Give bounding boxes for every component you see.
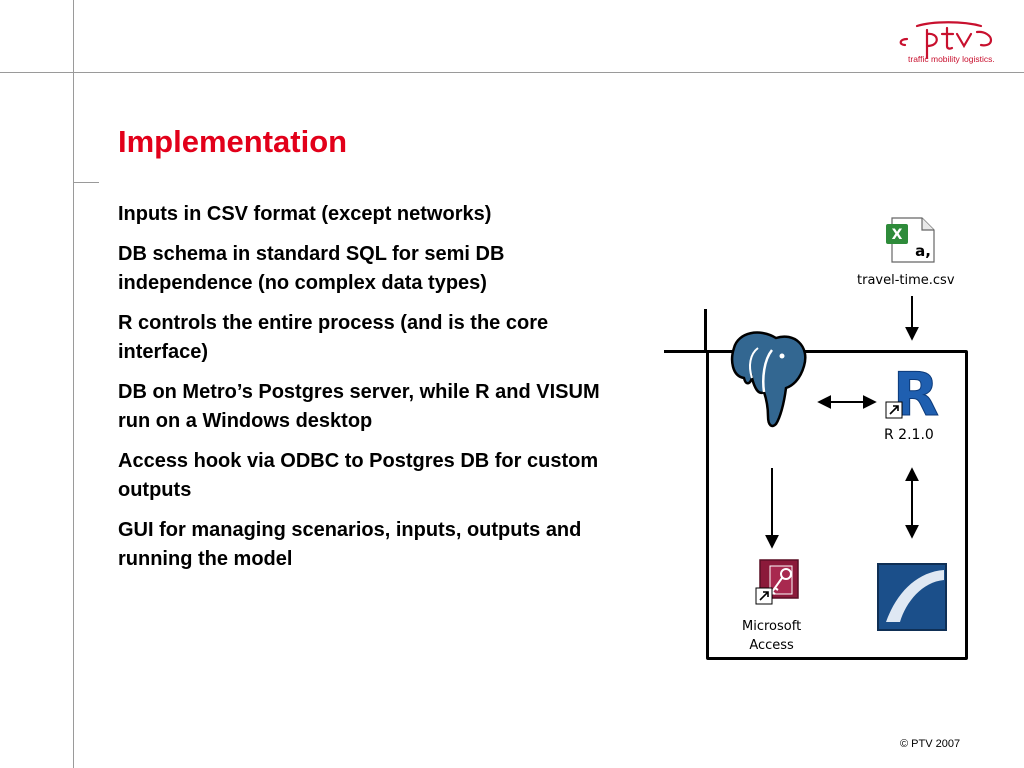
postgres-elephant-icon bbox=[730, 331, 807, 428]
r-version-label: R 2.1.0 bbox=[884, 427, 934, 443]
bullet-item: DB on Metro’s Postgres server, while R a… bbox=[118, 381, 600, 432]
architecture-diagram: X a, R bbox=[730, 217, 947, 631]
box-extension-line bbox=[704, 309, 707, 353]
ms-access-icon bbox=[755, 559, 799, 605]
bullet-item: Inputs in CSV format (except networks) bbox=[118, 203, 492, 225]
csv-file-icon: X a, bbox=[886, 217, 935, 263]
bullet-list: Inputs in CSV format (except networks) D… bbox=[118, 200, 630, 585]
r-icon-letter: R bbox=[893, 360, 939, 430]
bullet-item: DB schema in standard SQL for semi DB in… bbox=[118, 243, 505, 294]
access-label-line: Access bbox=[749, 638, 794, 653]
desktop-box bbox=[706, 350, 968, 660]
box-extension-line bbox=[664, 350, 714, 353]
csv-icon-letter: a, bbox=[915, 242, 931, 260]
frame-vertical-line bbox=[73, 0, 74, 768]
logo-tagline: traffic mobility logistics. bbox=[908, 54, 995, 64]
copyright-footer: © PTV 2007 bbox=[900, 738, 961, 750]
ptv-logo bbox=[899, 21, 993, 60]
r-icon: R bbox=[885, 360, 940, 431]
bullet-item: GUI for managing scenarios, inputs, outp… bbox=[118, 519, 582, 570]
frame-horizontal-line bbox=[0, 72, 1024, 73]
access-label-line: Microsoft bbox=[742, 619, 802, 634]
bullet-item: R controls the entire process (and is th… bbox=[118, 312, 549, 363]
access-label: Microsoft Access bbox=[742, 617, 801, 655]
bullet-item: Access hook via ODBC to Postgres DB for … bbox=[118, 450, 599, 501]
excel-icon-letter: X bbox=[892, 227, 903, 243]
title-tick-mark bbox=[73, 182, 99, 183]
slide-title: Implementation bbox=[118, 124, 348, 159]
csv-file-label: travel-time.csv bbox=[857, 273, 955, 288]
visum-icon bbox=[877, 563, 947, 631]
